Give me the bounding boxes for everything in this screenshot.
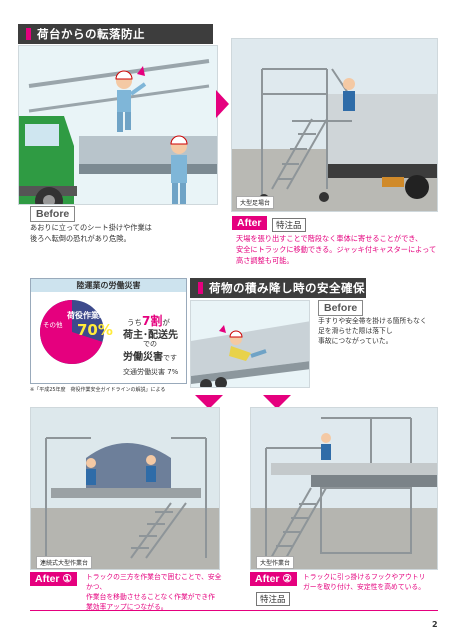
section1-before-illustration xyxy=(18,45,218,205)
pie-main-slice xyxy=(40,300,103,364)
after-text-line: 高さ調整も可能。 xyxy=(236,256,294,265)
section1-before-label: Before xyxy=(30,206,76,222)
after-text-line: 安全にトラックに移動できる。ジャッキ付キャスターによって xyxy=(236,245,437,254)
section1-before-text: あおりに立ってのシート掛けや作業は 後ろへ転倒の恐れがあり危険。 xyxy=(30,222,220,244)
after1-text-line: 作業台を移動させることなく作業ができ作 xyxy=(86,593,215,601)
after2-tag: 特注品 xyxy=(256,592,290,606)
stats-line1b: 7割 xyxy=(142,314,163,328)
scaffold-photo xyxy=(232,39,437,211)
after2-label-text: After xyxy=(255,573,280,585)
section2-title: 荷物の積み降し時の安全確保 xyxy=(209,281,365,295)
after1-number: ① xyxy=(62,573,72,585)
before-text-line: 後ろへ転倒の恐れがあり危険。 xyxy=(30,234,131,243)
after2-text: トラックに引っ掛けるフックやアウトリ ガーを取り付け、安定性を高めている。 xyxy=(303,572,443,592)
after1-label-text: After xyxy=(35,573,60,585)
stats-line1: うち7割が xyxy=(127,312,170,329)
before2-text-line: 事故につながっていた。 xyxy=(318,337,393,345)
section1-after-text: 天場を張り出すことで階段なく車体に寄せることができ、 安全にトラックに移動できる… xyxy=(236,233,441,266)
after-text-line: 天場を張り出すことで階段なく車体に寄せることができ、 xyxy=(236,234,423,243)
accident-pie-chart xyxy=(40,300,104,364)
banner-mark xyxy=(26,28,31,40)
pie-percent: 70% xyxy=(77,321,113,339)
pie-other-label: その他 xyxy=(43,321,63,329)
stats-line5: 交通労働災害 7% xyxy=(123,368,179,376)
section2-before-text: 手すりや安全帯を掛ける箇所もなく 足を滑らせた際は落下し 事故につながっていた。 xyxy=(318,316,448,346)
section2-after2-photo xyxy=(250,407,438,570)
stats-line4: 労働災害です xyxy=(123,348,177,363)
after2-label: After ② xyxy=(250,572,297,586)
arrow-down-icon xyxy=(263,395,291,409)
section2-before-illustration xyxy=(190,300,310,388)
after1-text-line: 業効率アップにつながる。 xyxy=(86,603,168,611)
section1-after-label: After xyxy=(232,216,267,230)
pie-main-label: 荷役作業時 xyxy=(67,311,107,320)
after2-caption: 大型作業台 xyxy=(256,556,295,569)
section1-photo-caption: 大型足場台 xyxy=(236,196,275,209)
truck-fall-illustration xyxy=(19,46,217,204)
after1-text: トラックの三方を作業台で囲むことで、安全かつ、 作業台を移動させることなく作業が… xyxy=(86,572,226,612)
after1-text-line: トラックの三方を作業台で囲むことで、安全かつ、 xyxy=(86,573,222,591)
section1-after-tag: 特注品 xyxy=(272,218,306,232)
page-number: 2 xyxy=(432,620,438,629)
before2-text-line: 手すりや安全帯を掛ける箇所もなく xyxy=(318,317,427,325)
section1-after-photo xyxy=(231,38,438,212)
after1-caption: 連続式大型作業台 xyxy=(36,556,93,569)
banner-mark xyxy=(198,282,203,294)
stats-line4b: です xyxy=(163,354,177,362)
stats-panel: 陸運業の労働災害 その他 荷役作業時 70% うち7割が 荷主･配送先 での 労… xyxy=(30,278,187,384)
stats-line3: での xyxy=(143,340,157,348)
large-platform-photo xyxy=(251,408,437,569)
continuous-platform-photo xyxy=(31,408,219,569)
stats-line4a: 労働災害 xyxy=(123,352,163,363)
section2-before-label: Before xyxy=(318,300,364,316)
section1-title: 荷台からの転落防止 xyxy=(37,27,145,41)
section2-banner: 荷物の積み降し時の安全確保 xyxy=(190,278,366,298)
stats-line2: 荷主･配送先 xyxy=(123,330,178,341)
stats-source: ※「平成25年度 荷役作業安全ガイドラインの解説」による xyxy=(30,387,166,393)
section1-banner: 荷台からの転落防止 xyxy=(18,24,213,44)
stats-line1c: が xyxy=(162,318,170,327)
after2-text-line: ガーを取り付け、安定性を高めている。 xyxy=(303,583,426,591)
after2-text-line: トラックに引っ掛けるフックやアウトリ xyxy=(303,573,426,581)
before2-text-line: 足を滑らせた際は落下し xyxy=(318,327,393,335)
footer-rule xyxy=(30,610,438,611)
stats-title: 陸運業の労働災害 xyxy=(31,279,186,292)
arrow-right-icon xyxy=(216,90,229,118)
section2-after1-photo xyxy=(30,407,220,570)
after2-number: ② xyxy=(282,573,292,585)
arrow-down-icon xyxy=(195,395,223,409)
after1-label: After ① xyxy=(30,572,77,586)
stats-line1a: うち xyxy=(127,318,142,327)
before-text-line: あおりに立ってのシート掛けや作業は xyxy=(30,223,152,232)
trailer-fall-illustration xyxy=(191,301,309,387)
